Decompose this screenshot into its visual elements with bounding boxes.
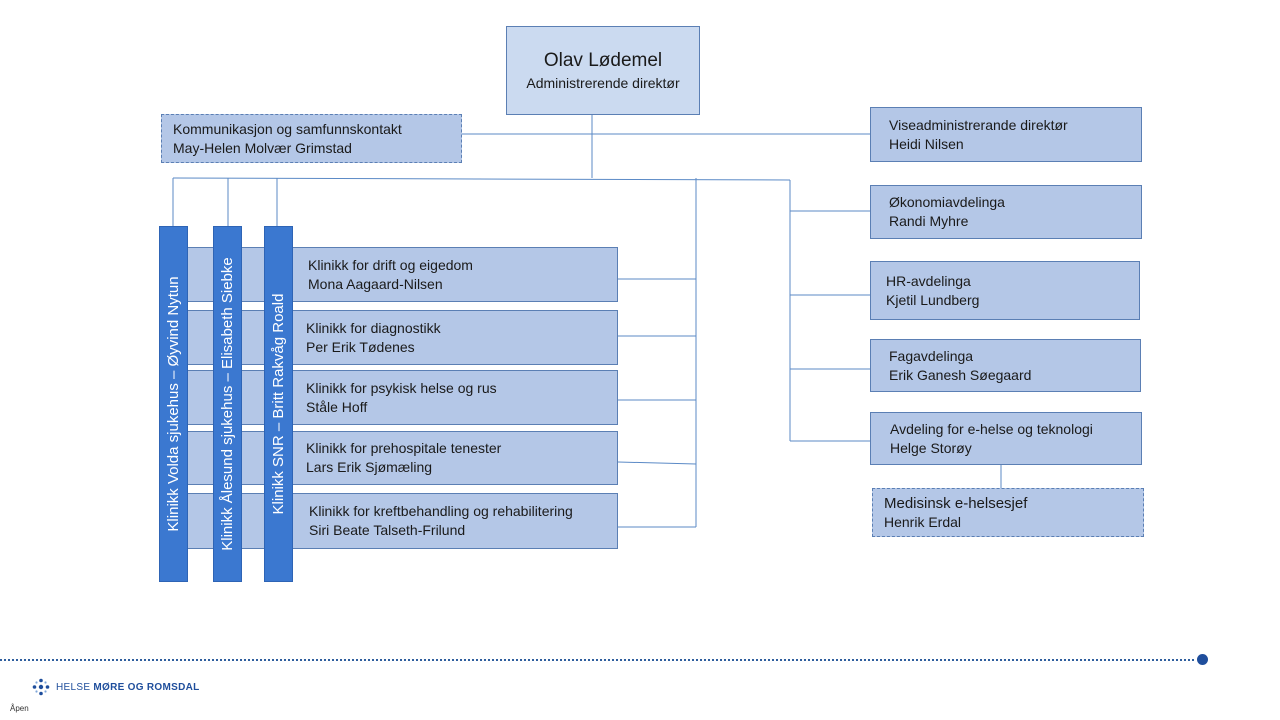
logo-text-region: MØRE OG ROMSDAL xyxy=(93,681,200,693)
clinic-title: Klinikk for diagnostikk xyxy=(306,319,441,336)
hospital-bar-alesund: Klinikk Ålesund sjukehus – Elisabeth Sie… xyxy=(213,226,242,582)
hospital-label: Klinikk Volda sjukehus – Øyvind Nytun xyxy=(164,276,182,532)
department-title: Avdeling for e-helse og teknologi xyxy=(890,420,1093,437)
hospital-bar-volda: Klinikk Volda sjukehus – Øyvind Nytun xyxy=(159,226,188,582)
department-box: HR-avdelinga Kjetil Lundberg xyxy=(870,261,1140,320)
deputy-director-box: Viseadministrerande direktør Heidi Nilse… xyxy=(870,107,1142,162)
ceo-name: Olav Lødemel xyxy=(543,49,663,71)
logo-text: HELSE MØRE OG ROMSDAL xyxy=(56,682,200,693)
clinic-box: Klinikk for psykisk helse og rus Ståle H… xyxy=(187,370,618,425)
department-box: Fagavdelinga Erik Ganesh Søegaard xyxy=(870,339,1141,392)
communication-title: Kommunikasjon og samfunnskontakt xyxy=(173,120,402,137)
clinic-person: Siri Beate Talseth-Frilund xyxy=(309,522,466,538)
department-person: Erik Ganesh Søegaard xyxy=(889,366,1032,383)
department-title: Økonomiavdelinga xyxy=(889,194,1005,210)
deputy-director-title: Viseadministrerande direktør xyxy=(889,116,1068,133)
clinic-title: Klinikk for drift og eigedom xyxy=(308,256,473,273)
clinic-box: Klinikk for drift og eigedom Mona Aagaar… xyxy=(187,247,618,302)
clinic-person: Ståle Hoff xyxy=(306,398,368,415)
hospital-bar-snr: Klinikk SNR – Britt Rakvåg Roald xyxy=(264,226,293,582)
communication-box: Kommunikasjon og samfunnskontakt May-Hel… xyxy=(161,114,462,163)
sub-department-title: Medisinsk e-helsesjef xyxy=(884,494,1028,512)
clinic-person: Lars Erik Sjømæling xyxy=(306,459,433,475)
clinic-person: Per Erik Tødenes xyxy=(306,338,415,355)
clinic-title: Klinikk for prehospitale tenester xyxy=(306,440,502,456)
department-box: Økonomiavdelinga Randi Myhre xyxy=(870,185,1142,239)
department-title: HR-avdelinga xyxy=(886,272,971,289)
clinic-box: Klinikk for prehospitale tenester Lars E… xyxy=(187,431,618,485)
classification-label: Åpen xyxy=(10,704,29,713)
logo-mark-icon xyxy=(32,678,50,696)
deputy-director-person: Heidi Nilsen xyxy=(889,135,964,152)
department-person: Randi Myhre xyxy=(889,213,969,229)
ceo-box: Olav Lødemel Administrerende direktør xyxy=(506,26,700,115)
helse-logo: HELSE MØRE OG ROMSDAL xyxy=(32,677,200,697)
department-box: Avdeling for e-helse og teknologi Helge … xyxy=(870,412,1142,465)
footer-divider-dot xyxy=(1197,654,1208,665)
clinic-title: Klinikk for psykisk helse og rus xyxy=(306,379,497,396)
footer-divider xyxy=(0,659,1194,661)
clinic-box: Klinikk for diagnostikk Per Erik Tødenes xyxy=(187,310,618,365)
hospital-label: Klinikk SNR – Britt Rakvåg Roald xyxy=(269,293,287,515)
clinic-person: Mona Aagaard-Nilsen xyxy=(308,275,443,292)
hospital-label: Klinikk Ålesund sjukehus – Elisabeth Sie… xyxy=(218,257,236,551)
ceo-role: Administrerende direktør xyxy=(526,74,680,91)
clinic-box: Klinikk for kreftbehandling og rehabilit… xyxy=(187,493,618,549)
clinic-title: Klinikk for kreftbehandling og rehabilit… xyxy=(309,503,573,519)
logo-text-helse: HELSE xyxy=(56,681,91,693)
sub-department-person: Henrik Erdal xyxy=(884,513,962,530)
communication-person: May-Helen Molvær Grimstad xyxy=(173,139,352,156)
sub-department-box: Medisinsk e-helsesjef Henrik Erdal xyxy=(872,488,1144,537)
department-person: Helge Storøy xyxy=(890,439,972,456)
department-person: Kjetil Lundberg xyxy=(886,291,980,308)
department-title: Fagavdelinga xyxy=(889,347,974,364)
